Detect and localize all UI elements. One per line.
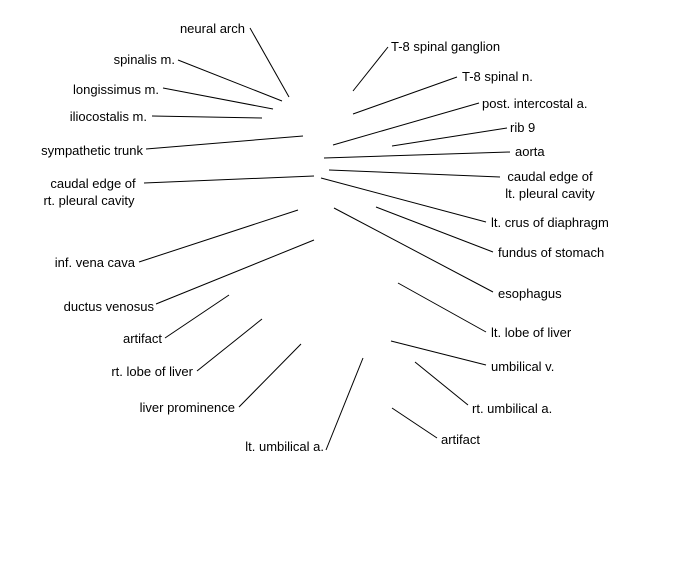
- label-spinalis-m: spinalis m.: [113, 52, 175, 67]
- leader-aorta: [323, 151, 511, 159]
- label-t8-spinal-ganglion: T-8 spinal ganglion: [391, 39, 501, 54]
- leader-inf-vena-cava: [138, 209, 299, 263]
- leader-fundus-of-stomach: [375, 206, 494, 253]
- leader-liver-prominence: [238, 343, 302, 408]
- leader-artifact-left: [164, 294, 230, 339]
- label-longissimus-m: longissimus m.: [73, 82, 159, 97]
- label-sympathetic-trunk: sympathetic trunk: [41, 143, 143, 158]
- label-caudal-edge-lt-line2: lt. pleural cavity: [505, 186, 595, 201]
- label-neural-arch: neural arch: [179, 21, 245, 36]
- label-ductus-venosus: ductus venosus: [63, 299, 154, 314]
- label-rt-lobe-of-liver: rt. lobe of liver: [111, 364, 193, 379]
- label-caudal-edge-rt-line2: rt. pleural cavity: [43, 193, 135, 208]
- leader-rt-umbilical-a: [414, 361, 469, 406]
- leader-neural-arch: [249, 27, 290, 98]
- leader-artifact-right: [391, 407, 438, 439]
- label-artifact-left: artifact: [122, 331, 162, 346]
- label-umbilical-v: umbilical v.: [491, 359, 555, 374]
- label-liver-prominence: liver prominence: [139, 400, 235, 415]
- label-caudal-edge-rt-line1: caudal edge of: [50, 176, 136, 191]
- leader-rt-lobe-of-liver: [196, 318, 263, 372]
- label-lt-umbilical-a: lt. umbilical a.: [245, 439, 324, 454]
- leader-rib-9: [391, 127, 508, 147]
- leader-iliocostalis-m: [151, 115, 263, 119]
- leader-caudal-edge-lt: [328, 169, 501, 178]
- label-fundus-of-stomach: fundus of stomach: [498, 245, 605, 260]
- leader-lt-lobe-of-liver: [397, 282, 487, 333]
- leader-lt-crus-of-diaphragm: [320, 177, 487, 223]
- label-rt-umbilical-a: rt. umbilical a.: [472, 401, 553, 416]
- leader-lt-umbilical-a: [325, 357, 364, 451]
- label-iliocostalis-m: iliocostalis m.: [69, 109, 147, 124]
- leader-spinalis-m: [177, 59, 283, 102]
- label-artifact-right: artifact: [441, 432, 481, 447]
- leader-post-intercostal-a: [332, 102, 480, 146]
- label-lt-crus-of-diaphragm: lt. crus of diaphragm: [491, 215, 609, 230]
- leader-caudal-edge-rt: [143, 175, 315, 184]
- leader-umbilical-v: [390, 340, 487, 366]
- leader-longissimus-m: [162, 87, 274, 110]
- label-post-intercostal-a: post. intercostal a.: [482, 96, 588, 111]
- label-inf-vena-cava: inf. vena cava: [54, 255, 135, 270]
- leader-t8-spinal-n: [352, 76, 458, 115]
- leader-sympathetic-trunk: [145, 135, 304, 150]
- leader-ductus-venosus: [155, 239, 315, 305]
- label-rib-9: rib 9: [510, 120, 536, 135]
- label-lt-lobe-of-liver: lt. lobe of liver: [491, 325, 572, 340]
- label-esophagus: esophagus: [498, 286, 562, 301]
- label-t8-spinal-n: T-8 spinal n.: [462, 69, 533, 84]
- leader-t8-spinal-ganglion: [352, 46, 389, 92]
- leader-esophagus: [333, 207, 494, 293]
- label-caudal-edge-lt-line1: caudal edge of: [507, 169, 593, 184]
- label-aorta: aorta: [515, 144, 545, 159]
